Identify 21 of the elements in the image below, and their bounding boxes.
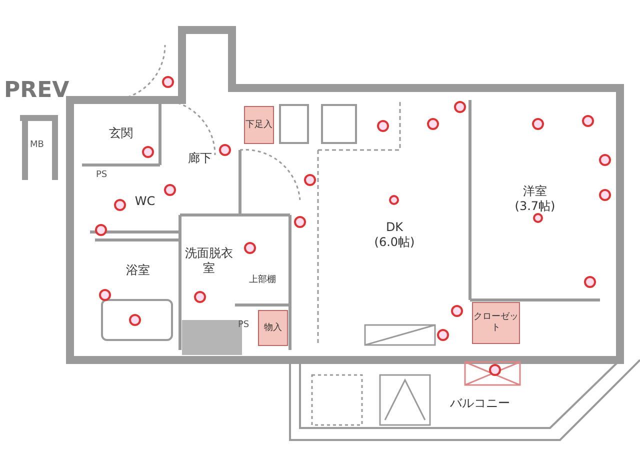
- meter-box-label: MB: [30, 140, 44, 150]
- area-label: (3.7帖): [514, 199, 556, 214]
- shoe-cabinet: [244, 106, 274, 144]
- room-label: 洋室: [523, 184, 547, 199]
- room-label: 洗面脱衣室: [184, 246, 234, 276]
- room-label: バルコニー: [450, 396, 510, 410]
- room-label: DK: [386, 220, 404, 235]
- room-label: 廊下: [188, 150, 212, 166]
- room-label: 物入: [264, 322, 282, 334]
- room-label: 浴室: [126, 262, 150, 278]
- nav-label: PREV: [4, 78, 70, 103]
- room-label: 上部棚: [249, 274, 276, 286]
- pipe-space-label: PS: [238, 320, 250, 330]
- room-label: WC: [134, 194, 156, 208]
- closet: [472, 302, 520, 344]
- storage-closet: [258, 310, 288, 346]
- room-label: 玄関: [109, 126, 133, 140]
- room-label: 下足入: [246, 120, 272, 130]
- room-label: クローゼット: [473, 312, 519, 334]
- pipe-space-label: PS: [96, 170, 108, 180]
- area-label: (6.0帖): [374, 235, 415, 250]
